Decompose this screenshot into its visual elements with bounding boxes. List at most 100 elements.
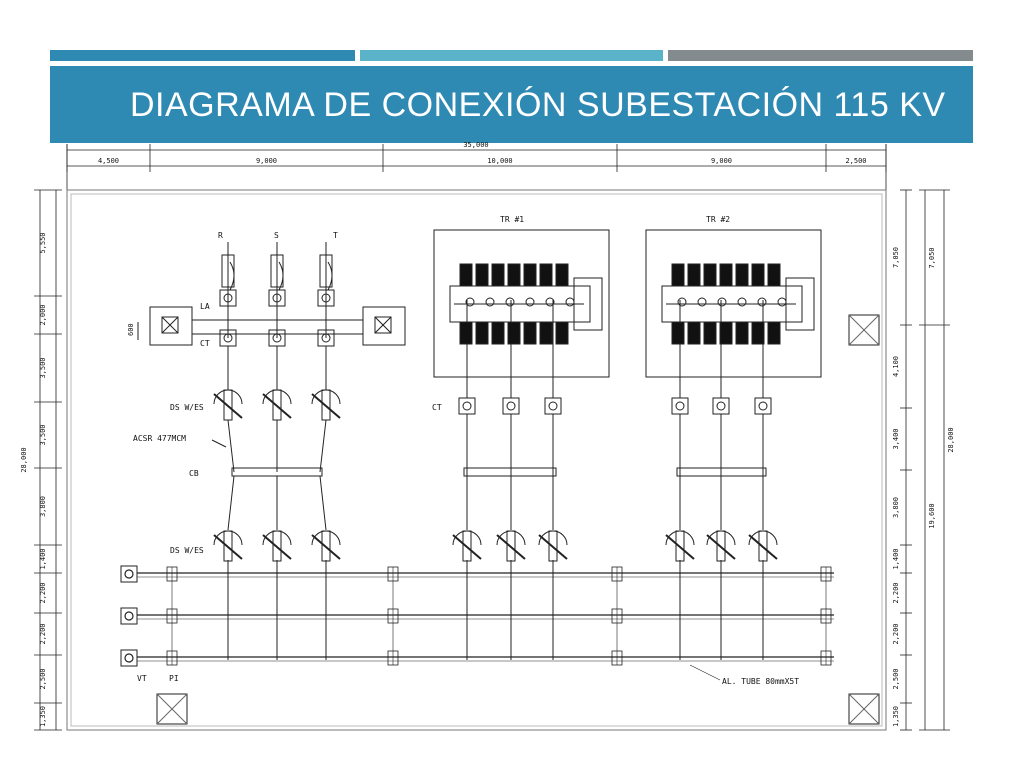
- label-phase-r: R: [218, 231, 223, 240]
- label-ds-lower: DS W/ES: [170, 546, 204, 555]
- busbars: [120, 565, 834, 681]
- dim-label-right-segment: 4,100: [892, 356, 900, 377]
- radiator-fin: [751, 321, 765, 345]
- la-circle: [223, 293, 233, 303]
- ground-marker-x: [848, 314, 880, 346]
- tbay-ct-circle: [675, 401, 685, 411]
- ds-blade: [213, 393, 243, 419]
- bushing: [545, 297, 555, 307]
- dim-label-right-segment: 2,500: [892, 668, 900, 689]
- radiator-fin: [523, 263, 537, 287]
- radiator-fin: [671, 321, 685, 345]
- radiator-fin: [719, 263, 733, 287]
- fence-inner: [70, 193, 883, 727]
- radiator-fin: [539, 263, 553, 287]
- ds-blade: [213, 534, 243, 560]
- label-cb: CB: [189, 469, 199, 478]
- dim-label-left-segment: 1,400: [39, 548, 47, 569]
- radiator-fin: [555, 321, 569, 345]
- radiator-fin: [459, 321, 473, 345]
- tbay-ct-box: [544, 397, 562, 415]
- transformer-cabinet: [573, 277, 603, 331]
- ds-blade: [538, 534, 568, 560]
- accent-bar-blue: [50, 50, 355, 61]
- ds-blade: [311, 393, 341, 419]
- dim-label-left-segment: 2,200: [39, 623, 47, 644]
- radiator-fin: [687, 263, 701, 287]
- radiator-fin: [491, 321, 505, 345]
- radiator-fin: [555, 263, 569, 287]
- dim-label-right-segment: 3,400: [892, 428, 900, 449]
- radiator-fin: [735, 263, 749, 287]
- tbay-ct-circle: [758, 401, 768, 411]
- acsr-leader: [211, 439, 227, 448]
- dim-label-left-segment: 3,800: [39, 496, 47, 517]
- gantry-base-right: [362, 306, 406, 346]
- bushing: [525, 297, 535, 307]
- dim-label-segment: 9,000: [711, 157, 732, 165]
- accent-bar-gray: [668, 50, 973, 61]
- tbay-ct-box: [502, 397, 520, 415]
- title-band: DIAGRAMA DE CONEXIÓN SUBESTACIÓN 115 KV: [50, 66, 973, 143]
- ct-circle: [272, 333, 282, 343]
- arrester-arc: [327, 261, 333, 291]
- transformer-area: [433, 229, 822, 378]
- dim-label-left-segment: 3,500: [39, 424, 47, 445]
- ground-marker: [156, 693, 188, 725]
- arrester-arc: [278, 261, 284, 291]
- radiator-fin: [703, 263, 717, 287]
- tbay-cb: [463, 467, 557, 477]
- slide-title: DIAGRAMA DE CONEXIÓN SUBESTACIÓN 115 KV: [130, 86, 946, 124]
- bushing: [757, 297, 767, 307]
- bushing: [505, 297, 515, 307]
- radiator-fin: [751, 263, 765, 287]
- dim-label-right-sub: 19,600: [928, 503, 936, 528]
- tbay-ct-circle: [506, 401, 516, 411]
- ground-marker: [848, 693, 880, 725]
- dim-label-segment: 2,500: [845, 157, 866, 165]
- radiator-fin: [539, 321, 553, 345]
- vt-circle: [124, 569, 134, 579]
- gantry-base-left: [149, 306, 193, 346]
- vt-box: [120, 607, 138, 625]
- dim-label-right-mid: 7,050: [928, 247, 936, 268]
- gantry-post-right: [374, 316, 392, 334]
- gantry-post-right-x: [374, 316, 392, 334]
- dim-label-segment: 10,000: [487, 157, 512, 165]
- bay1-link: [319, 475, 327, 531]
- tbay-ct-box: [671, 397, 689, 415]
- ct-circle: [321, 333, 331, 343]
- bushing: [717, 297, 727, 307]
- radiator-fin: [767, 263, 781, 287]
- dim-label-right-segment: 1,350: [892, 706, 900, 727]
- ground-marker-x: [156, 693, 188, 725]
- label-phase-t: T: [333, 231, 338, 240]
- tbay-cb: [676, 467, 767, 477]
- ds-blade: [262, 534, 292, 560]
- radiator-fin: [491, 263, 505, 287]
- fence-outer: [66, 189, 887, 731]
- bushing: [565, 297, 575, 307]
- label-ct-right: CT: [432, 403, 442, 412]
- transformer-bay-frame: [645, 229, 822, 378]
- tbay-ct-circle: [462, 401, 472, 411]
- ground-marker: [848, 314, 880, 346]
- label-ds-upper: DS W/ES: [170, 403, 204, 412]
- radiator-fin: [475, 321, 489, 345]
- radiator-fin: [475, 263, 489, 287]
- la-circle: [272, 293, 282, 303]
- bushing: [697, 297, 707, 307]
- bushing: [677, 297, 687, 307]
- label-phase-s: S: [274, 231, 279, 240]
- al-tube-leader: [689, 664, 721, 681]
- ds-blade: [311, 534, 341, 560]
- bay1-link: [319, 419, 327, 473]
- radiator-fin: [703, 321, 717, 345]
- dim-label-right-total: 28,000: [947, 427, 955, 452]
- ds-blade: [496, 534, 526, 560]
- dim-label-left-total: 28,000: [20, 447, 28, 472]
- dim-label-left-segment: 2,500: [39, 668, 47, 689]
- bushing: [737, 297, 747, 307]
- transformer-cabinet: [785, 277, 815, 331]
